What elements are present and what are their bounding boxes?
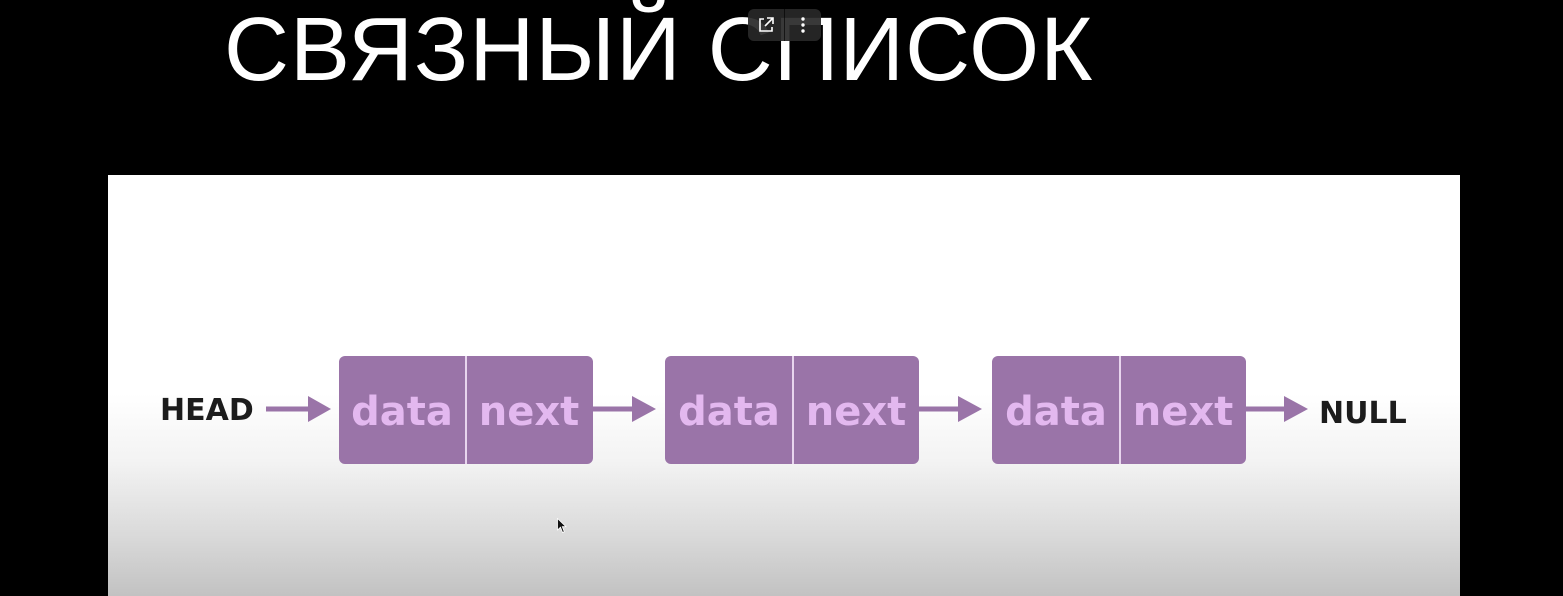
more-vertical-icon (801, 17, 805, 33)
open-external-icon (759, 17, 774, 32)
node-1-data-label: data (351, 389, 453, 435)
node-1-next-label: next (479, 389, 580, 435)
more-options-button[interactable] (785, 9, 821, 41)
list-node-1: data next (339, 356, 593, 464)
arrow-node-1-to-2 (593, 396, 656, 422)
overlay-divider (784, 9, 785, 41)
linked-list-diagram: HEAD data next data (160, 356, 1407, 464)
slide-title: СВЯЗНЫЙ СПИСОК (224, 0, 1094, 100)
diagram-panel: HEAD data next data (108, 175, 1460, 596)
head-arrow (266, 396, 331, 422)
video-overlay-controls (748, 9, 821, 41)
list-node-3: data next (992, 356, 1246, 464)
open-external-button[interactable] (748, 9, 784, 41)
node-2-next-label: next (806, 389, 907, 435)
node-2-data-label: data (678, 389, 780, 435)
null-label: NULL (1319, 396, 1407, 431)
arrow-node-3-to-null (1246, 396, 1308, 422)
node-3-data-label: data (1005, 389, 1107, 435)
head-label: HEAD (160, 393, 254, 428)
node-3-next-label: next (1133, 389, 1234, 435)
list-node-2: data next (665, 356, 919, 464)
mouse-cursor-icon (557, 518, 567, 534)
arrow-node-2-to-3 (919, 396, 982, 422)
